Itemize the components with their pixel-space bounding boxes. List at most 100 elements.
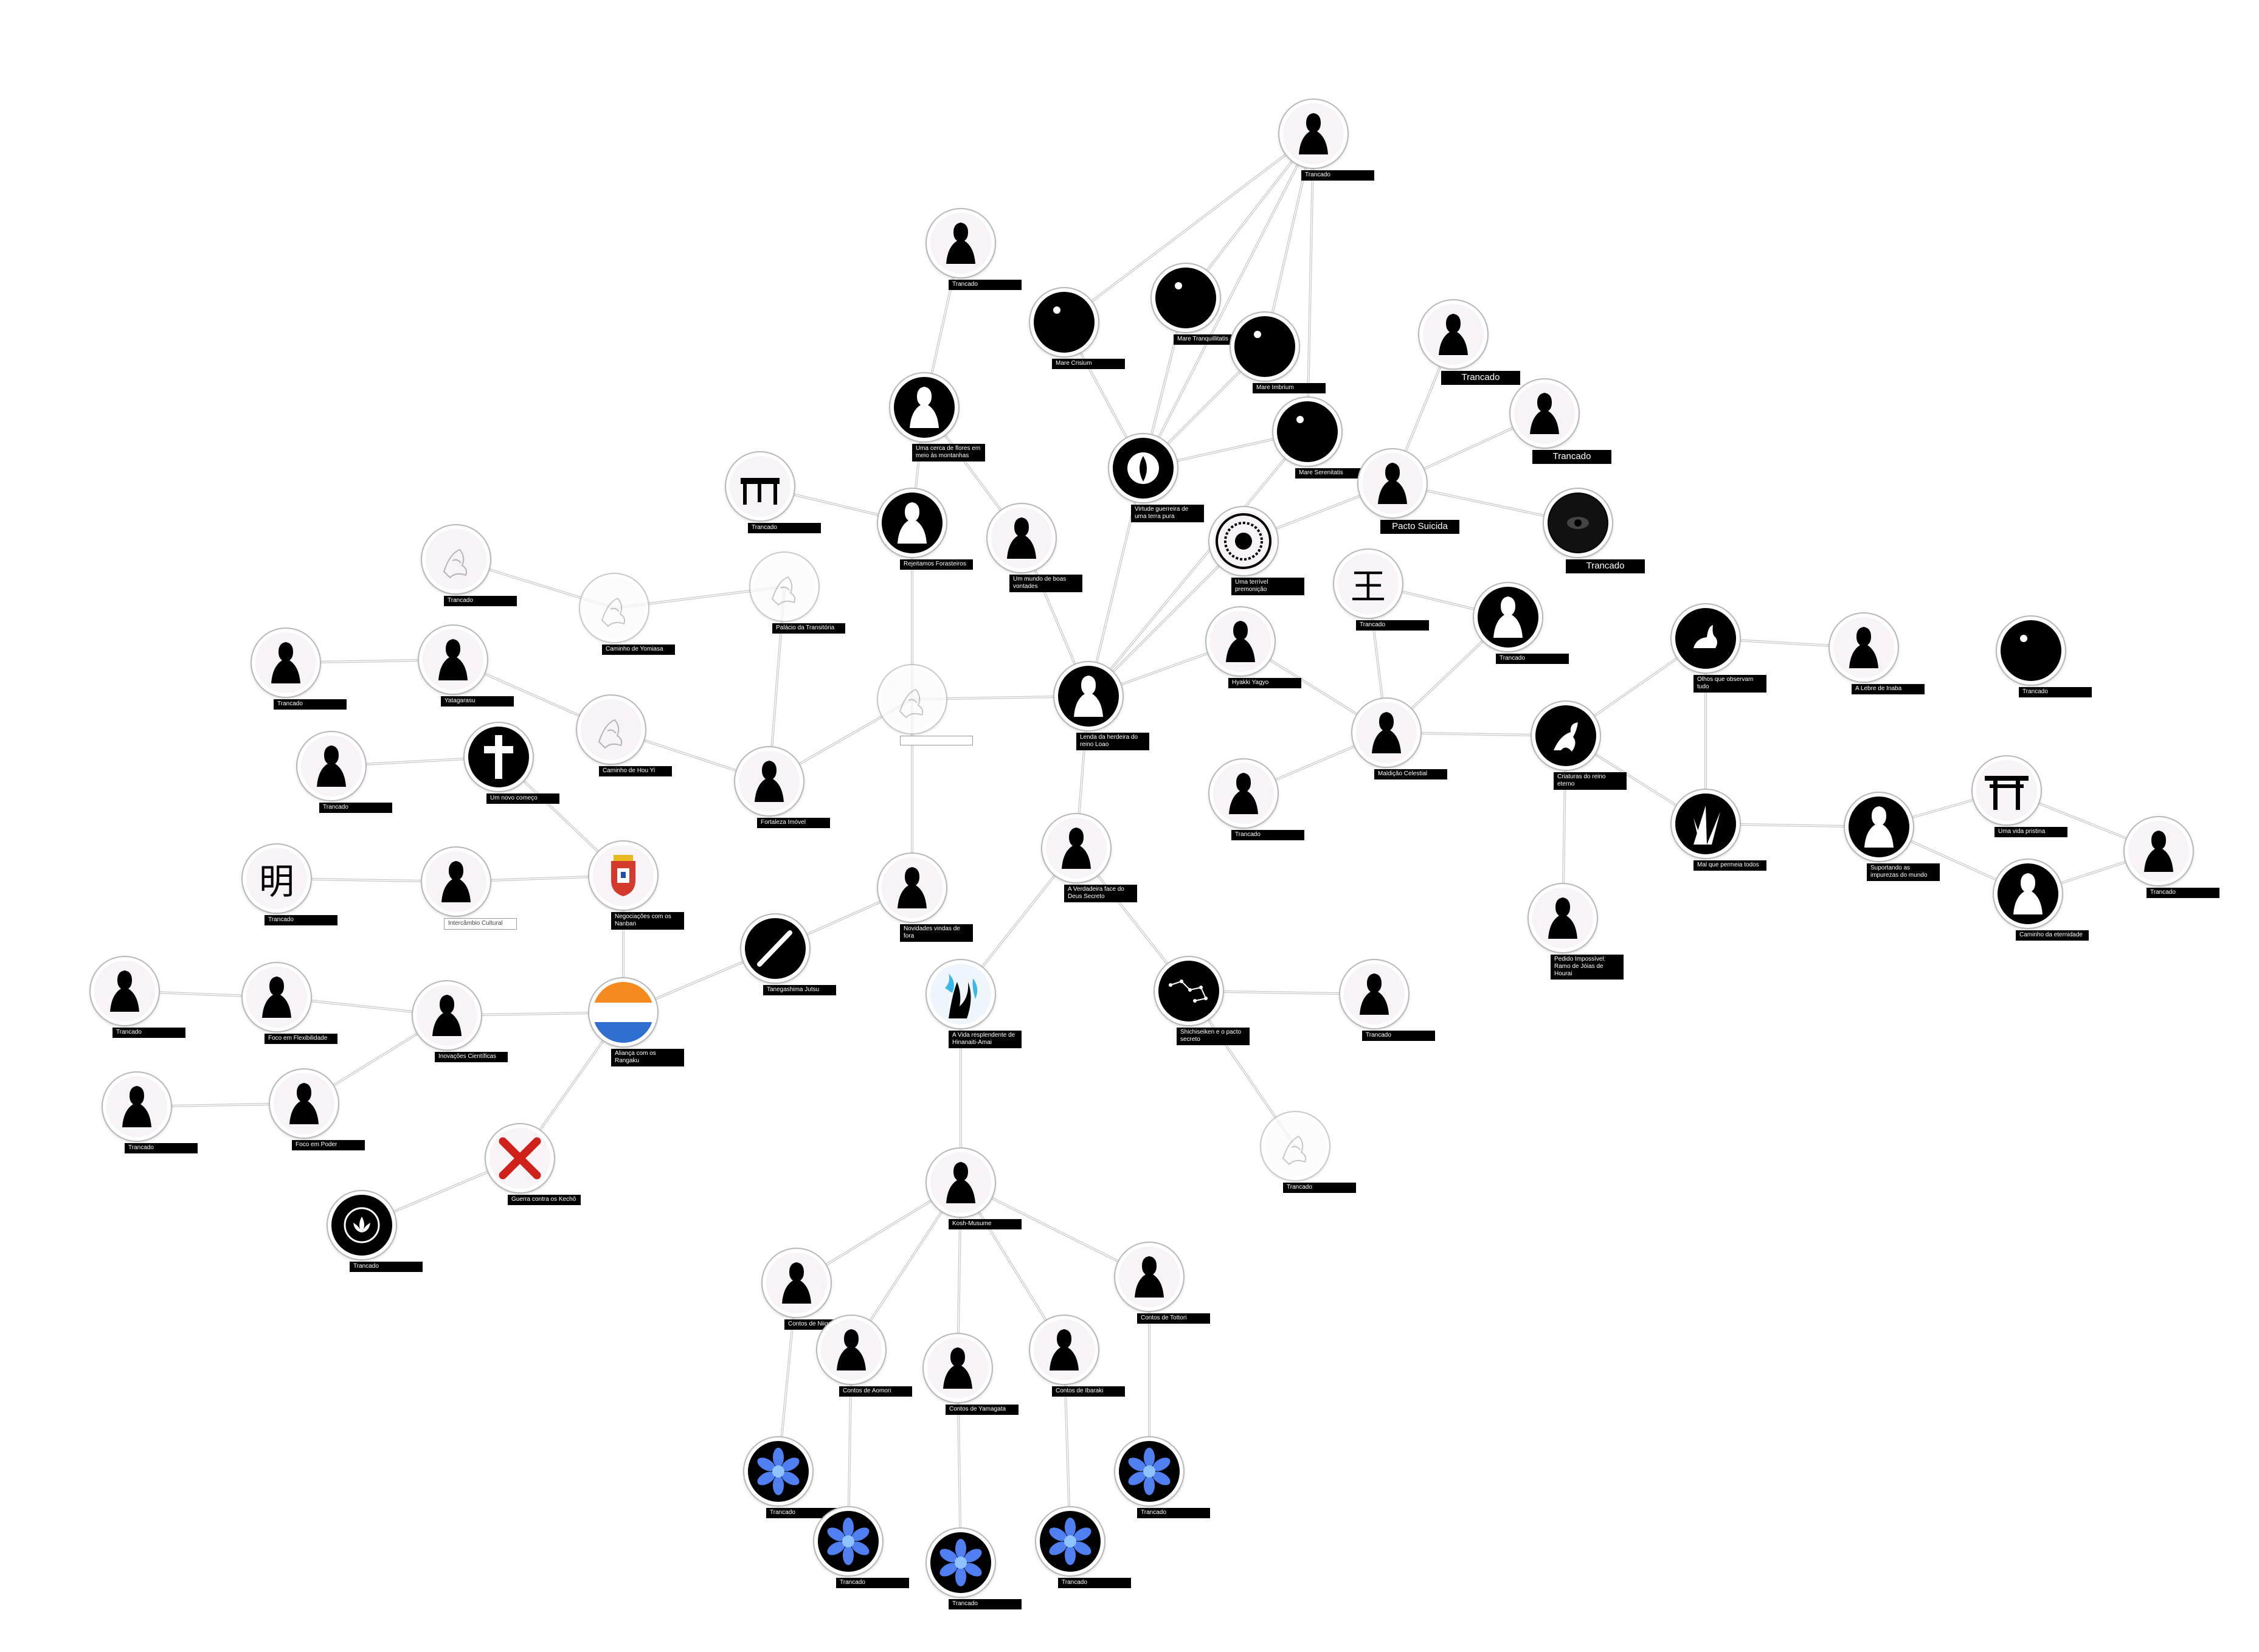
- ming-glyph-icon[interactable]: 明: [243, 845, 311, 913]
- moon-icon[interactable]: [1152, 264, 1220, 332]
- dutch-flag-icon[interactable]: [589, 978, 657, 1046]
- crest-icon[interactable]: [1109, 434, 1177, 502]
- pistol-icon[interactable]: [243, 963, 311, 1031]
- node-label: Mal que permeia todos: [1693, 860, 1766, 871]
- node-label: Trancado: [350, 1262, 423, 1272]
- beast-icon[interactable]: [1115, 1243, 1183, 1311]
- torii-icon[interactable]: [1973, 756, 2041, 824]
- node-label: Rejeitamos Forasteiros: [900, 559, 973, 570]
- node-label: Maldição Celestial: [1374, 769, 1447, 779]
- girl-portrait-icon[interactable]: [1510, 379, 1579, 448]
- blue-snowflake-icon[interactable]: [744, 1437, 812, 1505]
- moon-icon[interactable]: [1030, 288, 1098, 356]
- node-label: Trancado: [274, 699, 347, 710]
- cross-icon[interactable]: [465, 723, 533, 791]
- node-glyph: 明: [258, 861, 294, 902]
- kappa-icon[interactable]: [1030, 1316, 1098, 1384]
- blue-snowflake-icon[interactable]: [927, 1529, 995, 1597]
- crow-icon[interactable]: [419, 626, 487, 694]
- connection-line: [1307, 133, 1314, 432]
- portugal-crest-icon[interactable]: [589, 842, 657, 910]
- bird-silhouette-icon[interactable]: [103, 1073, 171, 1141]
- standing-figure-icon[interactable]: [1279, 100, 1347, 168]
- skull-face-icon[interactable]: [817, 1316, 885, 1384]
- eye-icon[interactable]: [1544, 489, 1612, 557]
- figure-sketch-icon[interactable]: [750, 553, 818, 621]
- pig-warrior-icon[interactable]: [878, 854, 946, 922]
- musket-icon[interactable]: [741, 914, 809, 983]
- mask-face-icon[interactable]: [1419, 300, 1487, 368]
- node-label: Suportando as impurezas do mundo: [1867, 863, 1940, 881]
- node-label: Trancado: [1532, 450, 1611, 464]
- node-label: Trancado: [1058, 1578, 1131, 1588]
- moon-icon[interactable]: [1997, 617, 2065, 685]
- node-label: Trancado: [125, 1143, 198, 1153]
- bird-sketch-icon[interactable]: [577, 696, 645, 764]
- ghost-icon[interactable]: [763, 1249, 831, 1317]
- connection-line: [1185, 133, 1314, 299]
- node-label: Trancado: [1301, 170, 1374, 181]
- demon-icon[interactable]: [1206, 607, 1275, 676]
- node-label: Trancado: [766, 1508, 839, 1518]
- samurai-icon[interactable]: [878, 489, 946, 557]
- cloaked-figure-icon[interactable]: [927, 209, 995, 277]
- constellation-icon[interactable]: [1155, 957, 1223, 1025]
- pagoda-icon[interactable]: [988, 504, 1056, 572]
- fox-sketch-icon[interactable]: [580, 574, 648, 642]
- deity-icon[interactable]: [1042, 814, 1110, 882]
- king-glyph-icon[interactable]: 王: [1334, 550, 1402, 618]
- blob-icon[interactable]: [413, 981, 481, 1049]
- bird-icon[interactable]: [890, 373, 958, 441]
- boar-icon[interactable]: [1830, 613, 1898, 682]
- ghost-sketch-icon[interactable]: [1261, 1112, 1329, 1180]
- branch-icon[interactable]: [1529, 884, 1597, 952]
- center-sketch-icon[interactable]: [878, 665, 946, 733]
- blue-snowflake-icon[interactable]: [1036, 1507, 1104, 1575]
- connection-line: [1088, 431, 1308, 697]
- rabbit-icon[interactable]: [1672, 604, 1740, 672]
- rifle-icon[interactable]: [270, 1070, 338, 1138]
- node-label: Novidades vindas de fora: [900, 924, 973, 942]
- moon-icon[interactable]: [1231, 313, 1299, 381]
- blue-spirit-icon[interactable]: [927, 960, 995, 1028]
- ghost-icon[interactable]: [1845, 793, 1913, 861]
- rock-icon[interactable]: [735, 747, 803, 815]
- creature-icon[interactable]: [1532, 702, 1600, 770]
- node-label: Aliança com os Rangaku: [611, 1049, 684, 1066]
- hooded-spirit-icon[interactable]: [927, 1149, 995, 1217]
- robed-figure-icon[interactable]: [1352, 699, 1420, 767]
- soldier-icon[interactable]: [91, 957, 159, 1025]
- node-label: Shichiseiken e o pacto secreto: [1177, 1028, 1250, 1045]
- node-label: Trancado: [748, 523, 821, 533]
- blossom-branch-icon[interactable]: [1474, 583, 1542, 651]
- moon-icon[interactable]: [1273, 398, 1341, 466]
- bow-icon[interactable]: [252, 629, 320, 697]
- puppets-icon[interactable]: [1340, 960, 1408, 1028]
- node-label: Um mundo de boas vontades: [1009, 575, 1082, 592]
- lotus-icon[interactable]: [328, 1191, 396, 1259]
- long-hair-ghost-icon[interactable]: [924, 1334, 992, 1402]
- flower-icon[interactable]: [1994, 860, 2062, 928]
- dragon-icon[interactable]: [1209, 759, 1278, 828]
- node-label: Intercâmbio Cultural: [444, 918, 517, 930]
- table-icon[interactable]: [726, 452, 794, 520]
- burgundy-cross-icon[interactable]: [486, 1124, 554, 1192]
- grass-icon[interactable]: [1672, 790, 1740, 858]
- node-label: Foco em Poder: [292, 1140, 365, 1150]
- wave-icon[interactable]: [1358, 449, 1427, 517]
- node-label: Tanegashima Jutsu: [763, 985, 836, 995]
- dragon-sketch-icon[interactable]: [422, 525, 490, 593]
- blue-snowflake-icon[interactable]: [1115, 1437, 1183, 1505]
- node-label: Contos de Tottori: [1137, 1313, 1210, 1324]
- node-label: A Lebre de Inaba: [1852, 684, 1925, 694]
- mandala-icon[interactable]: [1209, 507, 1278, 575]
- fox-spirit-icon[interactable]: [1054, 662, 1123, 730]
- node-label: Trancado: [444, 596, 517, 606]
- node-label: Mare Tranquillitatis: [1174, 334, 1247, 345]
- tree-icon[interactable]: [297, 732, 365, 800]
- node-glyph: 王: [1350, 566, 1386, 607]
- blue-snowflake-icon[interactable]: [814, 1507, 882, 1575]
- ship-icon[interactable]: [422, 848, 490, 916]
- dragon-head-icon[interactable]: [2125, 817, 2193, 885]
